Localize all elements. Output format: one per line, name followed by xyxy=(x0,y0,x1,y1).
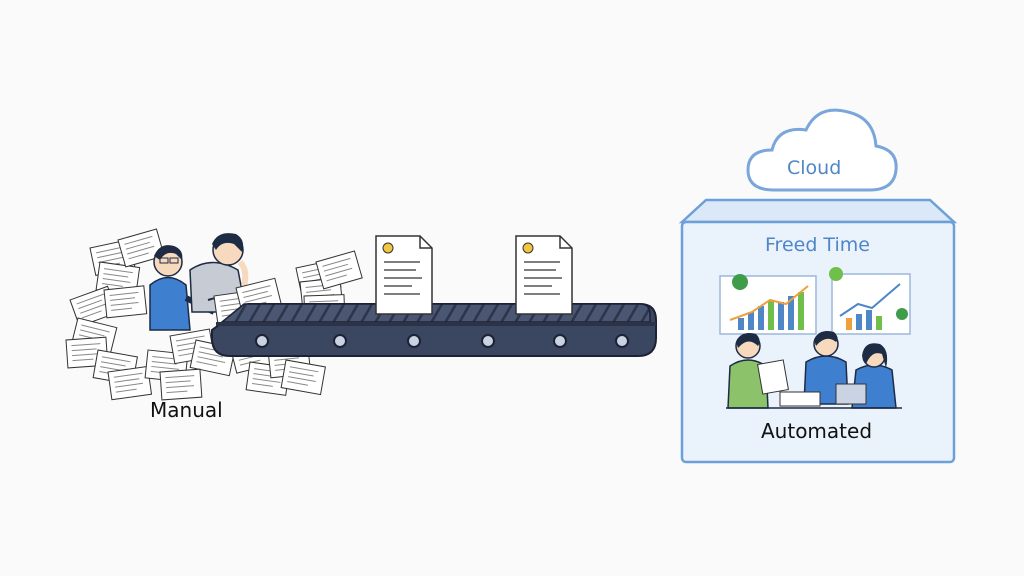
cloud-icon xyxy=(746,108,898,192)
label-manual: Manual xyxy=(150,398,223,422)
conveyor-belt xyxy=(211,303,657,357)
label-cloud: Cloud xyxy=(787,157,842,179)
belt-document-2 xyxy=(515,235,573,315)
growth-chart-card-right xyxy=(829,267,911,335)
growth-chart-card-left xyxy=(719,274,817,335)
belt-document-1 xyxy=(375,235,433,315)
belt-rollers xyxy=(255,334,629,348)
label-freed-time: Freed Time xyxy=(765,234,870,256)
team-people xyxy=(726,331,902,409)
label-automated: Automated xyxy=(761,419,873,443)
